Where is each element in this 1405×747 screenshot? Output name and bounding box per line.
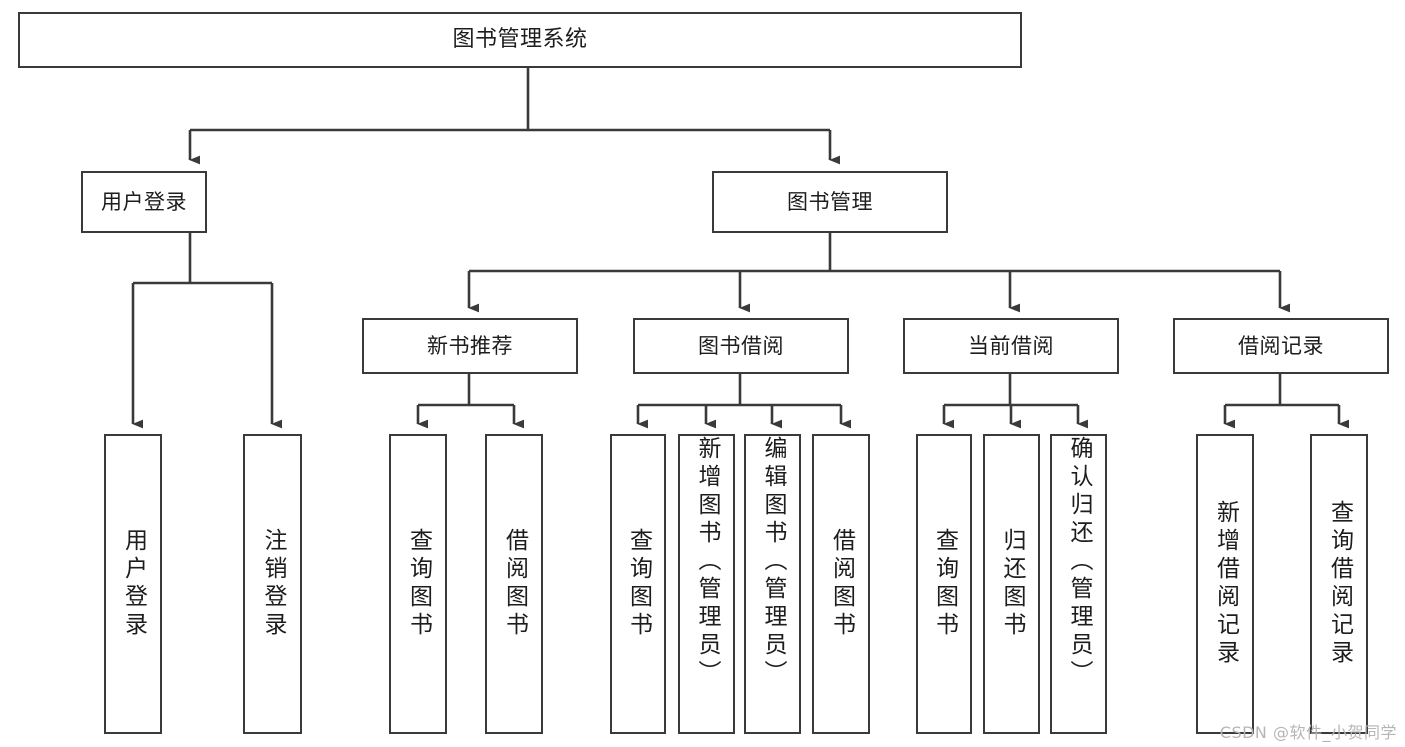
node-book-management[interactable]: 图书管理 (712, 171, 948, 233)
node-leaf-query-book-2[interactable]: 查询图书 (610, 434, 666, 734)
node-borrow-record-label: 借阅记录 (1238, 333, 1324, 358)
node-leaf-query-book-2-label: 查询图书 (625, 528, 652, 640)
node-book-borrow[interactable]: 图书借阅 (633, 318, 849, 374)
node-borrow-record[interactable]: 借阅记录 (1173, 318, 1389, 374)
node-leaf-add-borrow-record-label: 新增借阅记录 (1212, 500, 1239, 668)
node-new-book-recommend[interactable]: 新书推荐 (362, 318, 578, 374)
node-leaf-query-book-1-label: 查询图书 (405, 528, 432, 640)
node-book-management-label: 图书管理 (787, 189, 873, 214)
node-leaf-borrow-book-2-label: 借阅图书 (828, 528, 855, 640)
node-leaf-user-login-label: 用户登录 (120, 528, 147, 640)
node-current-borrow[interactable]: 当前借阅 (903, 318, 1119, 374)
node-leaf-query-book-3[interactable]: 查询图书 (916, 434, 972, 734)
node-leaf-logout-login-label: 注销登录 (260, 528, 286, 640)
node-root[interactable]: 图书管理系统 (18, 12, 1022, 68)
node-leaf-borrow-book-2[interactable]: 借阅图书 (812, 434, 870, 734)
node-leaf-query-book-1[interactable]: 查询图书 (389, 434, 447, 734)
node-book-borrow-label: 图书借阅 (698, 333, 784, 358)
node-user-login-label: 用户登录 (101, 189, 187, 214)
node-leaf-user-login[interactable]: 用户登录 (104, 434, 162, 734)
node-leaf-edit-book-admin[interactable]: 编辑图书（管理员） (744, 434, 801, 734)
node-leaf-add-borrow-record[interactable]: 新增借阅记录 (1196, 434, 1254, 734)
node-leaf-borrow-book-1[interactable]: 借阅图书 (485, 434, 543, 734)
node-root-label: 图书管理系统 (452, 27, 588, 53)
node-new-book-recommend-label: 新书推荐 (427, 333, 513, 358)
node-leaf-edit-book-admin-label: 编辑图书（管理员） (760, 436, 786, 688)
node-leaf-return-book-label: 归还图书 (999, 528, 1025, 640)
node-leaf-query-borrow-record[interactable]: 查询借阅记录 (1310, 434, 1368, 734)
node-leaf-query-borrow-record-label: 查询借阅记录 (1326, 500, 1353, 668)
node-leaf-add-book-admin-label: 新增图书（管理员） (694, 436, 720, 688)
csdn-watermark: CSDN @软件_小贺同学 (1219, 723, 1397, 742)
node-leaf-confirm-return-admin[interactable]: 确认归还（管理员） (1050, 434, 1107, 734)
node-leaf-return-book[interactable]: 归还图书 (983, 434, 1040, 734)
node-current-borrow-label: 当前借阅 (968, 333, 1054, 358)
node-leaf-logout-login[interactable]: 注销登录 (243, 434, 302, 734)
node-leaf-borrow-book-1-label: 借阅图书 (501, 528, 528, 640)
node-leaf-add-book-admin[interactable]: 新增图书（管理员） (678, 434, 735, 734)
node-leaf-confirm-return-admin-label: 确认归还（管理员） (1066, 436, 1092, 688)
node-leaf-query-book-3-label: 查询图书 (931, 528, 958, 640)
node-user-login[interactable]: 用户登录 (81, 171, 207, 233)
